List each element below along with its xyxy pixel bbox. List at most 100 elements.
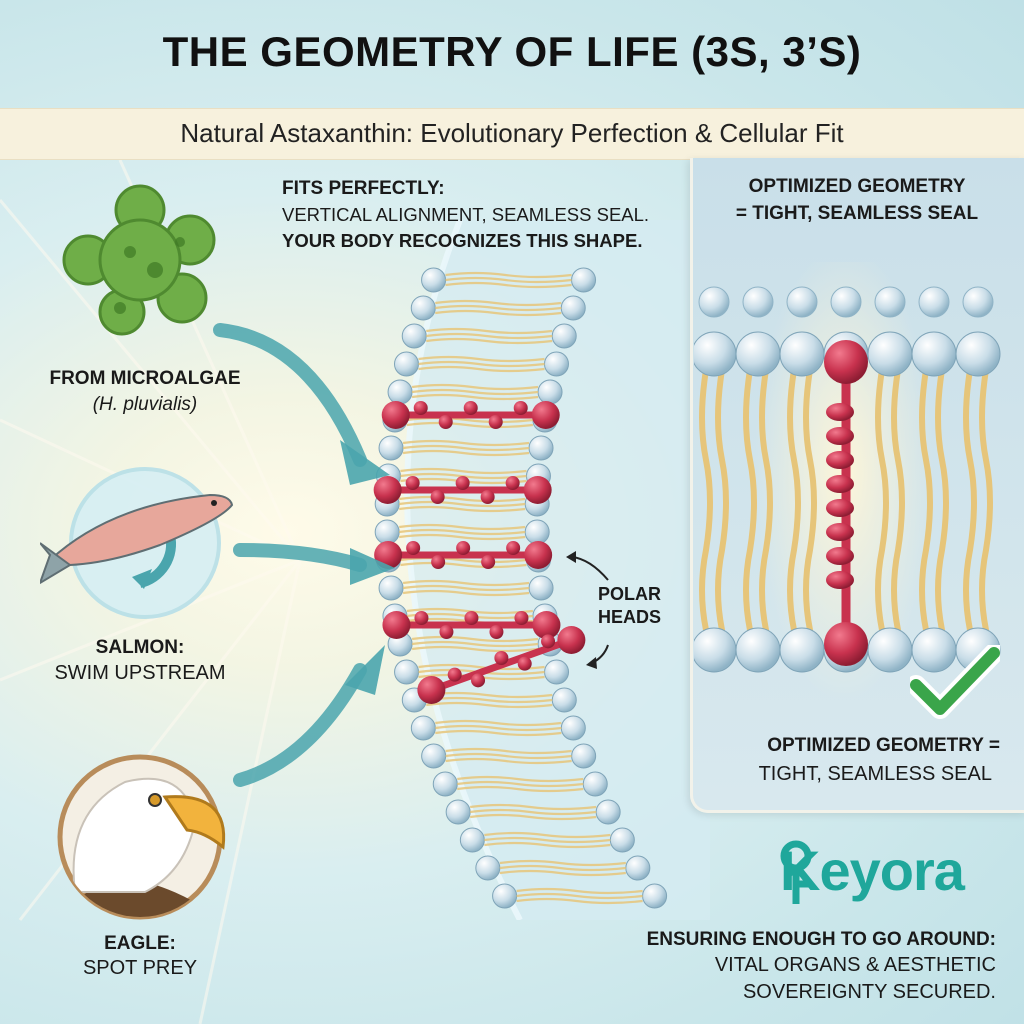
lipid-tail: [402, 444, 530, 452]
closeup-lipid-tail: [935, 367, 949, 633]
closeup-lipid-head: [694, 331, 737, 377]
source-detail-eagle: SPOT PREY: [82, 957, 198, 979]
closeup-lipid-head: [735, 627, 781, 673]
closeup-lipid-head: [786, 286, 818, 318]
lipid-tail: [457, 775, 584, 783]
lipid-head: [421, 267, 447, 293]
lipid-head: [459, 827, 485, 853]
closeup-lipid-tail: [919, 367, 933, 633]
lipid-tail: [426, 327, 553, 335]
molecule-node: [413, 401, 428, 415]
lipid-tail: [445, 271, 572, 279]
closeup-molecule-node: [826, 475, 854, 493]
lipid-tail: [399, 500, 526, 508]
polar-head: [373, 476, 402, 504]
closeup-lipid-tails: [699, 367, 993, 633]
lipid-head: [378, 575, 404, 601]
closeup-molecule: [824, 340, 868, 666]
closeup-molecule-node: [826, 427, 854, 445]
molecule-node: [506, 541, 521, 555]
lipid-head: [642, 883, 668, 909]
lipid-tail: [418, 365, 545, 373]
lipid-tail: [411, 640, 539, 648]
closeup-lipid-head: [742, 286, 774, 318]
polar-heads-label-line2: HEADS: [598, 607, 662, 627]
fit-callout-line1: VERTICAL ALIGNMENT, SEAMLESS SEAL.: [282, 204, 650, 225]
lipid-head: [475, 855, 501, 881]
lipid-head: [492, 883, 518, 909]
fit-callout-heading: FITS PERFECTLY:: [282, 178, 445, 199]
polar-head: [523, 476, 552, 504]
polar-head: [382, 611, 411, 639]
lipid-tail: [400, 472, 527, 480]
polar-head: [417, 676, 446, 704]
closeup-molecule-node: [826, 571, 854, 589]
lipid-tail: [499, 869, 626, 877]
polar-head: [532, 611, 561, 639]
lipid-head: [551, 323, 577, 349]
closeup-molecule-node: [826, 403, 854, 421]
polar-head: [524, 541, 553, 569]
lipid-tail: [435, 304, 562, 312]
molecule-node: [471, 673, 486, 688]
molecule-node: [463, 401, 478, 415]
lipid-tail: [411, 383, 539, 391]
lipid-tail: [402, 449, 530, 457]
lipid-tail: [426, 691, 553, 699]
molecule-node: [481, 555, 496, 569]
lipid-head: [582, 771, 608, 797]
polar-head: [557, 626, 586, 654]
closeup-molecule-node: [826, 451, 854, 469]
source-label-salmon: SALMON:: [95, 637, 185, 658]
lipid-head: [410, 715, 436, 741]
closeup-lipid-head: [874, 286, 906, 318]
closeup-lipid-head: [867, 331, 913, 377]
lipid-tail: [435, 309, 562, 317]
molecule-node: [406, 541, 421, 555]
lipid-head: [421, 743, 447, 769]
polar-head: [531, 401, 560, 429]
molecule-node: [489, 625, 504, 639]
lipid-head: [560, 295, 586, 321]
closeup-lipid-tail: [963, 367, 977, 633]
lipid-tail: [470, 803, 597, 811]
lipid-head: [551, 687, 577, 713]
lipid-head: [445, 799, 471, 825]
lipid-tail: [426, 337, 553, 345]
closeup-lipid-head: [830, 286, 862, 318]
closeup-lipid-head: [735, 331, 781, 377]
lipid-head: [609, 827, 635, 853]
molecule-node: [514, 611, 529, 625]
molecule-node: [438, 415, 453, 429]
molecule-node: [430, 490, 445, 504]
brand-logo: Keyora: [780, 839, 965, 902]
closeup-lipid-tail: [891, 367, 905, 633]
lipid-head: [560, 715, 586, 741]
molecule-node: [494, 651, 509, 665]
molecule-node: [488, 415, 503, 429]
molecule-node: [456, 541, 471, 555]
bilayer-closeup: [694, 262, 1001, 702]
lipid-tail: [435, 724, 562, 732]
lipid-tail: [399, 505, 526, 513]
lipid-head: [524, 519, 550, 545]
lipid-tail: [499, 859, 626, 867]
closeup-lipid-head: [779, 331, 825, 377]
closeup-polar-head: [824, 622, 868, 666]
closeup-lipid-heads: [694, 286, 1001, 673]
lipid-tail: [484, 831, 611, 839]
lipid-head: [410, 295, 436, 321]
lipid-tail: [426, 332, 553, 340]
closeup-polar-head: [824, 340, 868, 384]
lipid-tail: [484, 836, 611, 844]
lipid-head: [393, 351, 419, 377]
lipid-head: [543, 351, 569, 377]
closeup-molecule-node: [826, 547, 854, 565]
lipid-tail: [406, 421, 534, 429]
lipid-tail: [411, 635, 539, 643]
polar-heads-label-line1: POLAR: [598, 584, 661, 604]
closeup-lipid-tail: [875, 367, 889, 633]
source-arrows: [213, 323, 395, 787]
eagle-icon: [57, 754, 226, 920]
